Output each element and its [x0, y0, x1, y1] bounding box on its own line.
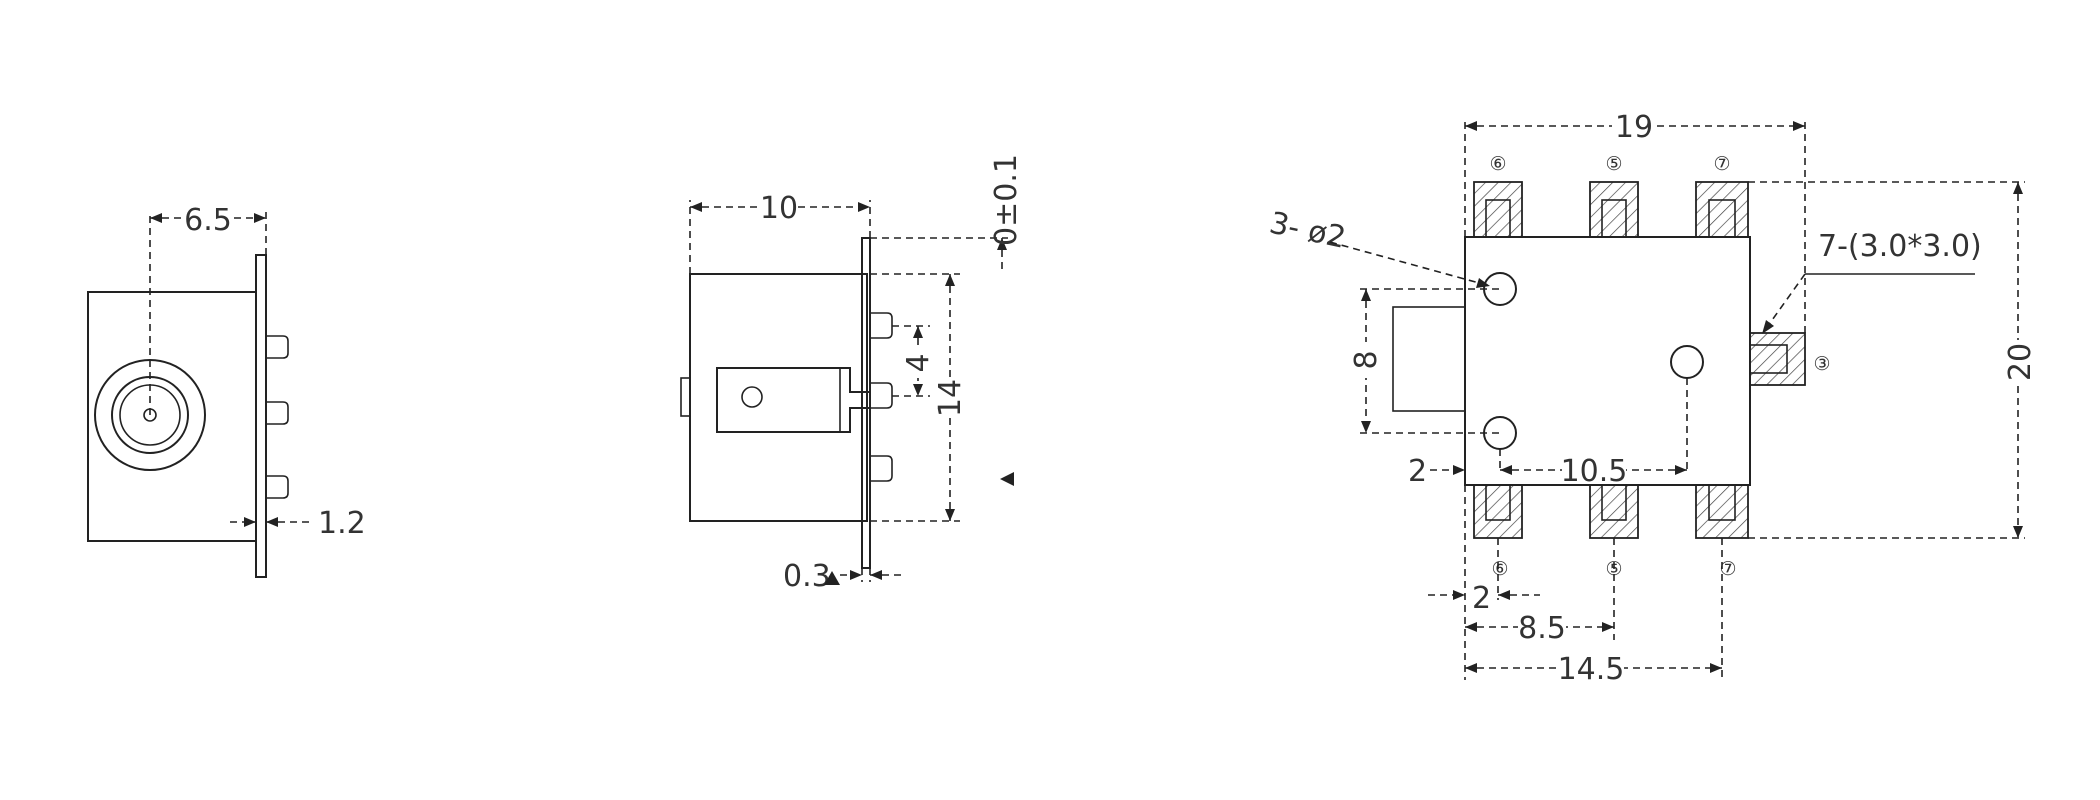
dim-holes-label: 3- ø2: [1266, 206, 1348, 256]
side-body: [87, 291, 257, 542]
pin-label-side: ③: [1813, 353, 1830, 375]
mount-hole: [1670, 345, 1704, 379]
marker-triangle: [1000, 472, 1014, 486]
dim-total-width-label: 19: [1615, 110, 1653, 145]
dim-bottom-total-label: 14.5: [1558, 652, 1625, 687]
front-pins: [870, 312, 893, 482]
pads-bottom: [1473, 484, 1749, 539]
dim-depth-label: 10: [760, 191, 798, 226]
dim-total-height-label: 20: [2003, 343, 2038, 381]
dim-bottom-mid-label: 8.5: [1518, 611, 1566, 646]
pin-label-bottom-right: ⑦: [1719, 558, 1736, 580]
front-stub: [680, 377, 691, 417]
dim-pitch-label: 4: [901, 353, 936, 372]
side-flange: [255, 254, 267, 578]
pads-top: [1473, 181, 1749, 238]
side-view: 6.5 1.2: [87, 203, 366, 578]
mount-hole: [1483, 416, 1517, 450]
dim-spacing-label: 10.5: [1561, 454, 1628, 489]
pin-label-top-mid: ⑤: [1605, 153, 1622, 175]
mount-hole: [1483, 272, 1517, 306]
solder-lug: [716, 367, 871, 433]
dim-flange-label: 1.2: [318, 506, 366, 541]
dim-plug-label: 8: [1349, 350, 1384, 369]
dim-left-label: 2: [1408, 454, 1427, 489]
top-view: ⑥ ⑤ ⑦ ③ ⑥ ⑤ ⑦ 19 3- ø2 7-(3.0*3.0) 20: [1266, 110, 2038, 687]
side-pins: [266, 335, 289, 499]
marker-triangle: [824, 571, 840, 585]
pin-label-bottom-left: ⑥: [1491, 558, 1508, 580]
dim-offset-label: 0±0.1: [989, 154, 1024, 246]
pin-label-top-left: ⑥: [1489, 153, 1506, 175]
dim-height-label: 14: [933, 379, 968, 417]
pad-side: [1749, 332, 1806, 386]
dim-width-label: 6.5: [184, 203, 232, 238]
front-view: 10 0±0.1 14 4 0.3: [680, 154, 1024, 594]
plug-protrusion: [1392, 306, 1466, 412]
dim-plate-label: 0.3: [783, 559, 831, 594]
pin-label-top-right: ⑦: [1713, 153, 1730, 175]
dim-pads-label: 7-(3.0*3.0): [1818, 229, 1982, 264]
dim-bottom-left-label: 2: [1472, 581, 1491, 616]
